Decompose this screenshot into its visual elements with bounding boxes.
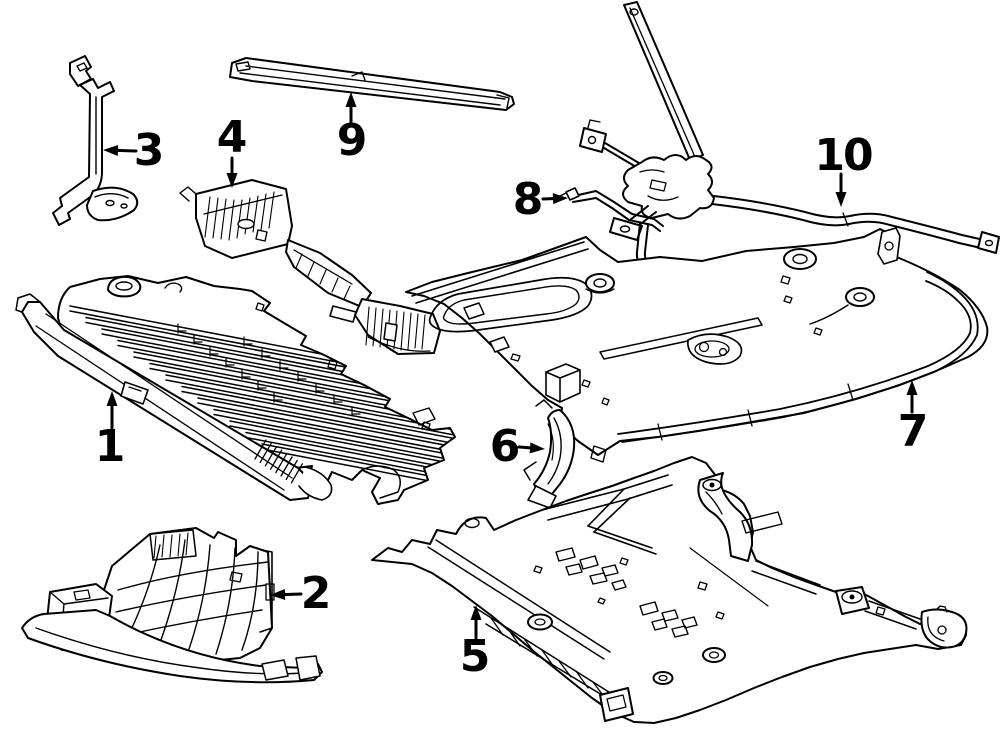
- callout-6-label[interactable]: 6: [489, 421, 521, 472]
- callout-5-arrow: [470, 605, 482, 640]
- part-4-drawing: [179, 179, 441, 355]
- callout-10-label[interactable]: 10: [814, 130, 873, 181]
- callout-9-arrow: [345, 92, 357, 125]
- callout-3-label[interactable]: 3: [133, 125, 165, 176]
- part-5-drawing: [371, 456, 968, 724]
- part-7-drawing: [405, 227, 989, 463]
- callout-10-arrow: [835, 172, 847, 207]
- callout-7-label[interactable]: 7: [897, 406, 929, 457]
- part-3-drawing: [52, 55, 139, 226]
- callout-6-arrow: [517, 442, 545, 454]
- part-1-drawing: [15, 275, 456, 505]
- callout-3-arrow: [103, 144, 138, 156]
- part-6-drawing: [523, 399, 576, 509]
- callout-8-arrow: [541, 193, 568, 205]
- callout-1-arrow: [106, 391, 118, 432]
- callout-7-arrow: [906, 380, 918, 414]
- callout-arrows: [103, 92, 918, 640]
- part-9-drawing: [229, 57, 515, 111]
- part-2-drawing: [21, 527, 323, 684]
- callout-5-label[interactable]: 5: [459, 631, 491, 682]
- callout-9-label[interactable]: 9: [336, 115, 368, 166]
- callout-2-label[interactable]: 2: [300, 568, 332, 619]
- callout-1-label[interactable]: 1: [94, 421, 126, 472]
- callout-2-arrow: [270, 589, 303, 601]
- callout-4-arrow: [226, 156, 238, 188]
- part-10-drawing: [579, 1, 1000, 254]
- callout-4-label[interactable]: 4: [216, 112, 248, 163]
- callout-8-label[interactable]: 8: [512, 174, 544, 225]
